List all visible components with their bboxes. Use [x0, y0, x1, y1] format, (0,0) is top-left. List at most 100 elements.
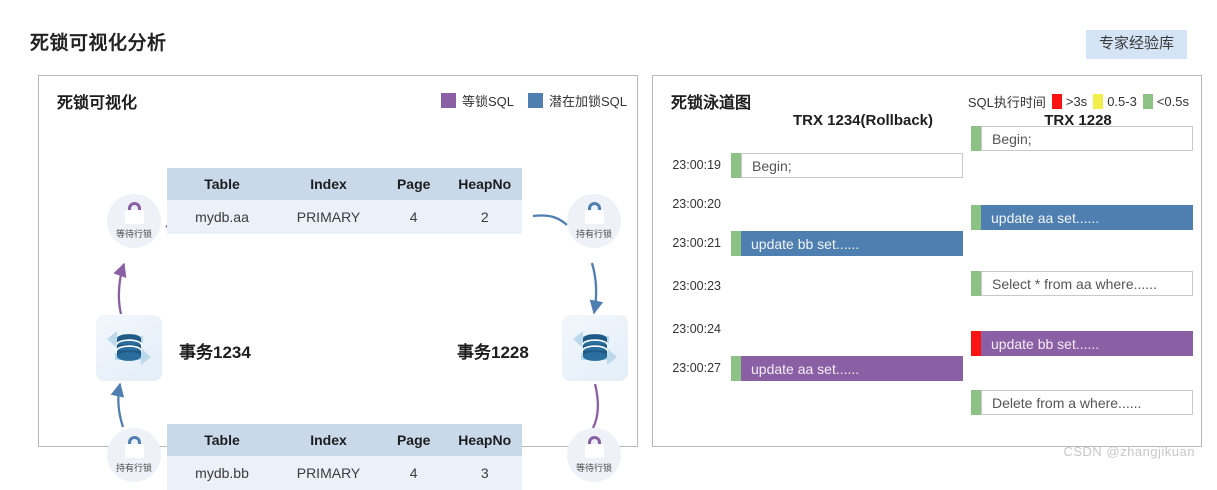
lock-body-icon: ✕	[124, 210, 144, 224]
lane-b-statement-2[interactable]: Select * from aa where......	[971, 271, 1193, 296]
lane-header-trx-1228: TRX 1228	[1044, 112, 1112, 129]
cell-index: PRIMARY	[277, 456, 380, 490]
database-sync-icon	[107, 331, 151, 365]
lock-label-bottom-left: 持有行锁	[115, 463, 152, 473]
lane-b-statement-3[interactable]: update bb set......	[971, 331, 1193, 356]
left-panel-title: 死锁可视化	[57, 95, 138, 112]
lane-a-statement-text-2: update aa set......	[741, 356, 963, 381]
lane-a-statement-2[interactable]: update aa set......	[731, 356, 963, 381]
lock-node-wait-bottom-right[interactable]: ✕ 等待行锁	[567, 428, 621, 482]
duration-tick-icon	[731, 153, 741, 178]
lane-b-statement-4[interactable]: Delete from a where......	[971, 390, 1193, 415]
lock-shackle-icon	[587, 202, 601, 210]
col-page: Page	[379, 424, 448, 456]
duration-tick-icon	[731, 356, 741, 381]
timestamp-3: 23:00:23	[672, 279, 721, 293]
legend-label-potential-sql: 潜在加锁SQL	[548, 94, 627, 109]
legend-item-half-to-3s: 0.5-3	[1093, 94, 1137, 109]
cell-table: mydb.aa	[167, 200, 278, 234]
cell-index: PRIMARY	[277, 200, 380, 234]
lane-b-statement-1[interactable]: update aa set......	[971, 205, 1193, 230]
legend-item-potential-sql: 潜在加锁SQL	[527, 91, 627, 110]
duration-tick-icon	[971, 390, 981, 415]
timestamp-5: 23:00:27	[672, 361, 721, 375]
lane-a-statement-1[interactable]: update bb set......	[731, 231, 963, 256]
table-row: mydb.aa PRIMARY 4 2	[167, 200, 522, 234]
legend-label-over-3s: >3s	[1065, 94, 1088, 109]
lock-shackle-icon	[587, 436, 601, 444]
left-panel-legend: 等锁SQL 潜在加锁SQL	[440, 91, 627, 110]
lock-body-icon	[584, 210, 604, 224]
legend-item-under-half-s: <0.5s	[1142, 94, 1189, 109]
timestamp-0: 23:00:19	[672, 158, 721, 172]
cell-page: 4	[379, 456, 448, 490]
table-header-row: Table Index Page HeapNo	[167, 424, 522, 456]
timestamp-4: 23:00:24	[672, 322, 721, 336]
duration-tick-icon	[731, 231, 741, 256]
lock-node-wait-top-left[interactable]: ✕ 等待行锁	[107, 194, 161, 248]
lane-a-statement-text-1: update bb set......	[741, 231, 963, 256]
deadlock-visualization-panel: 死锁可视化 等锁SQL 潜在加锁SQL	[38, 75, 638, 490]
transaction-icon-1234[interactable]	[96, 315, 162, 381]
lock-label-bottom-right: 等待行锁	[575, 463, 612, 473]
table-row: mydb.bb PRIMARY 4 3	[167, 456, 522, 490]
col-table: Table	[167, 424, 278, 456]
transaction-icon-1228[interactable]	[562, 315, 628, 381]
timestamp-1: 23:00:20	[672, 197, 721, 211]
legend-item-wait-sql: 等锁SQL	[440, 91, 514, 110]
legend-item-over-3s: >3s	[1051, 94, 1088, 109]
lane-b-statement-text-3: update bb set......	[981, 331, 1193, 356]
duration-tick-icon	[971, 126, 981, 151]
lane-a-statement-text-0: Begin;	[741, 153, 963, 178]
deadlock-arrows	[110, 209, 604, 429]
col-heapno: HeapNo	[447, 424, 522, 456]
database-sync-icon	[573, 331, 617, 365]
legend-swatch-over-3s	[1051, 94, 1062, 109]
legend-label-under-half-s: <0.5s	[1156, 94, 1189, 109]
col-table: Table	[167, 168, 278, 200]
cell-heapno: 2	[447, 200, 522, 234]
duration-tick-icon	[971, 331, 981, 356]
col-index: Index	[277, 424, 380, 456]
col-index: Index	[277, 168, 380, 200]
timestamp-2: 23:00:21	[672, 236, 721, 250]
table-header-row: Table Index Page HeapNo	[167, 168, 522, 200]
legend-swatch-under-half-s	[1142, 94, 1153, 109]
legend-swatch-half-to-3s	[1093, 94, 1104, 109]
duration-tick-icon	[971, 205, 981, 230]
lane-header-trx-1234: TRX 1234(Rollback)	[792, 112, 934, 129]
lock-label-top-right: 持有行锁	[575, 229, 612, 239]
lane-b-statement-0[interactable]: Begin;	[971, 126, 1193, 151]
lock-label-top-left: 等待行锁	[115, 229, 152, 239]
legend-swatch-potential-sql	[527, 93, 543, 108]
lock-shackle-icon	[127, 436, 141, 444]
legend-label-wait-sql: 等锁SQL	[461, 94, 514, 109]
cell-table: mydb.bb	[167, 456, 278, 490]
duration-tick-icon	[971, 271, 981, 296]
lock-body-icon: ✕	[584, 444, 604, 458]
col-page: Page	[379, 168, 448, 200]
transaction-label-1228: 事务1228	[457, 343, 529, 362]
transaction-label-1234: 事务1234	[179, 343, 251, 362]
deadlock-cycle-diagram: ✕ 等待行锁 持有行锁 持有行锁 ✕ 等待行锁	[39, 112, 637, 490]
legend-swatch-wait-sql	[440, 93, 456, 108]
lock-body-icon	[124, 444, 144, 458]
lane-b-statement-text-4: Delete from a where......	[981, 390, 1193, 415]
lock-node-hold-bottom-left[interactable]: 持有行锁	[107, 428, 161, 482]
col-heapno: HeapNo	[447, 168, 522, 200]
cell-page: 4	[379, 200, 448, 234]
watermark: CSDN @zhangjikuan	[1063, 444, 1195, 459]
lane-b-statement-text-2: Select * from aa where......	[981, 271, 1193, 296]
lock-shackle-icon	[127, 202, 141, 210]
lane-b-statement-text-1: update aa set......	[981, 205, 1193, 230]
expert-knowledge-base-button[interactable]: 专家经验库	[1085, 30, 1187, 59]
lane-a-statement-0[interactable]: Begin;	[731, 153, 963, 178]
sql-duration-legend: SQL执行时间 >3s 0.5-3 <0.5s	[968, 92, 1189, 111]
lock-table-top: Table Index Page HeapNo mydb.aa PRIMARY …	[167, 168, 522, 234]
deadlock-swimlane-panel: 死锁泳道图 SQL执行时间 >3s 0.5-3 <0.5s TRX 1234(R…	[652, 75, 1202, 447]
page-title: 死锁可视化分析	[30, 33, 167, 54]
lock-node-hold-top-right[interactable]: 持有行锁	[567, 194, 621, 248]
cell-heapno: 3	[447, 456, 522, 490]
lock-table-bottom: Table Index Page HeapNo mydb.bb PRIMARY …	[167, 424, 522, 490]
legend-title-sql-duration: SQL执行时间	[967, 95, 1046, 110]
